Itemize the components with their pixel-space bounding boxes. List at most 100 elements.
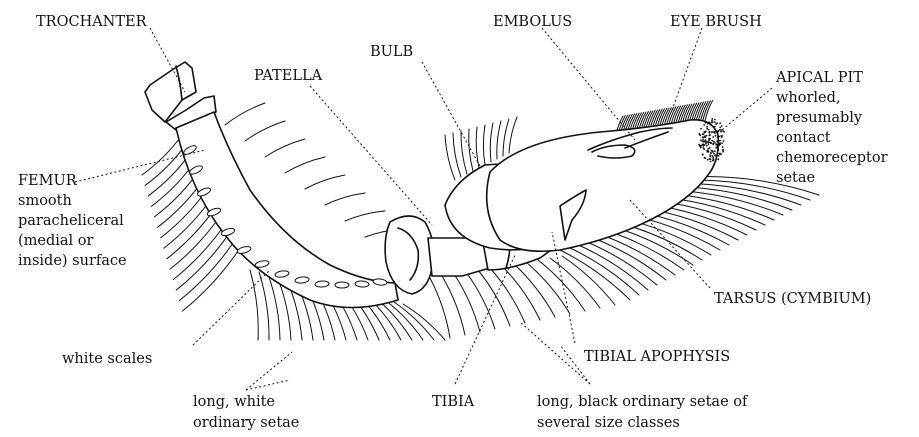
pit-dot <box>708 141 710 143</box>
femur-segment <box>176 112 398 308</box>
pit-dot <box>704 144 706 146</box>
white-scale <box>315 281 329 288</box>
pit-dot <box>722 130 724 132</box>
pit-dot <box>706 128 708 130</box>
pit-dot <box>704 157 706 159</box>
pit-dot <box>713 141 715 143</box>
pit-dot <box>709 131 711 133</box>
black-seta <box>490 123 493 162</box>
pit-dot <box>705 130 707 132</box>
pit-dot <box>718 136 720 138</box>
pit-dot <box>715 135 717 137</box>
label-trochanter: TROCHANTER <box>36 14 148 30</box>
tarsus-cymbium <box>487 118 725 251</box>
pit-dot <box>722 149 724 151</box>
pit-dot <box>712 155 714 157</box>
pit-dot <box>714 131 716 133</box>
black-seta <box>442 276 465 335</box>
pit-dot <box>709 147 711 149</box>
label-eye-brush: EYE BRUSH <box>670 14 762 30</box>
pit-dot <box>721 142 723 144</box>
pit-dot <box>707 159 709 161</box>
pit-dot <box>708 129 710 131</box>
white-scale <box>355 281 369 288</box>
pit-dot <box>712 143 714 145</box>
white-seta <box>142 135 182 175</box>
pit-dot <box>719 153 721 155</box>
pit-dot <box>703 148 705 150</box>
pit-dot <box>715 147 717 149</box>
label-femur: FEMUR smooth paracheliceral (medial or i… <box>18 173 128 269</box>
black-seta <box>430 278 450 338</box>
pit-dot <box>702 133 704 135</box>
pit-dot <box>710 161 712 163</box>
pit-dot <box>704 140 706 142</box>
black-seta <box>497 121 501 159</box>
white-seta <box>385 300 423 340</box>
pit-dot <box>709 122 711 124</box>
white-seta <box>250 270 258 340</box>
white-seta <box>325 193 365 205</box>
pit-dot <box>706 135 708 137</box>
pit-dot <box>711 140 713 142</box>
pit-dot <box>717 149 719 151</box>
pit-dot <box>698 144 700 146</box>
black-seta <box>562 256 615 305</box>
label-long-black-setae: long, black ordinary setae of several si… <box>537 394 752 431</box>
pit-dot <box>700 139 702 141</box>
pit-dot <box>719 127 721 129</box>
pit-dot <box>714 142 716 144</box>
label-bulb: BULB <box>370 44 413 60</box>
pit-dot <box>711 150 713 152</box>
pit-dot <box>708 143 710 145</box>
pit-dot <box>717 137 719 139</box>
black-seta <box>466 272 495 329</box>
pit-dot <box>707 122 709 124</box>
pit-dot <box>714 121 716 123</box>
label-patella: PATELLA <box>254 68 323 84</box>
white-seta <box>259 272 269 340</box>
pit-dot <box>723 140 725 142</box>
pit-dot <box>715 143 717 145</box>
label-apical-pit: APICAL PIT whorled, presumably contact c… <box>775 70 892 186</box>
label-tibial-apophysis: TIBIAL APOPHYSIS <box>584 349 730 365</box>
pit-dot <box>709 142 711 144</box>
pit-dot <box>702 144 704 146</box>
pit-dot <box>706 141 708 143</box>
pit-dot <box>702 154 704 156</box>
black-seta <box>454 274 480 332</box>
white-seta <box>345 211 385 221</box>
pit-dot <box>708 138 710 140</box>
pit-dot <box>711 120 713 122</box>
pit-dot <box>718 155 720 157</box>
pit-dot <box>722 146 724 148</box>
white-seta <box>305 175 345 189</box>
pit-dot <box>705 122 707 124</box>
label-tibia: TIBIA <box>432 394 475 410</box>
pit-dot <box>712 136 714 138</box>
pit-dot <box>710 124 712 126</box>
pit-dot <box>709 156 711 158</box>
pit-dot <box>721 125 723 127</box>
pit-dot <box>710 152 712 154</box>
black-seta <box>483 125 485 165</box>
pit-dot <box>722 151 724 153</box>
white-seta <box>245 121 285 141</box>
white-seta <box>176 228 233 290</box>
pit-dot <box>715 123 717 125</box>
label-embolus: EMBOLUS <box>493 14 572 30</box>
pit-dot <box>714 119 716 121</box>
pit-dot <box>703 124 705 126</box>
pit-dot <box>706 145 708 147</box>
pit-dot <box>699 133 701 135</box>
white-seta <box>265 139 305 157</box>
black-seta <box>502 266 540 320</box>
pit-dot <box>719 140 721 142</box>
pit-dot <box>711 118 713 120</box>
pit-dot <box>705 143 707 145</box>
pit-dot <box>711 122 713 124</box>
pit-dot <box>717 158 719 160</box>
black-seta <box>509 117 517 153</box>
pit-dot <box>708 135 710 137</box>
